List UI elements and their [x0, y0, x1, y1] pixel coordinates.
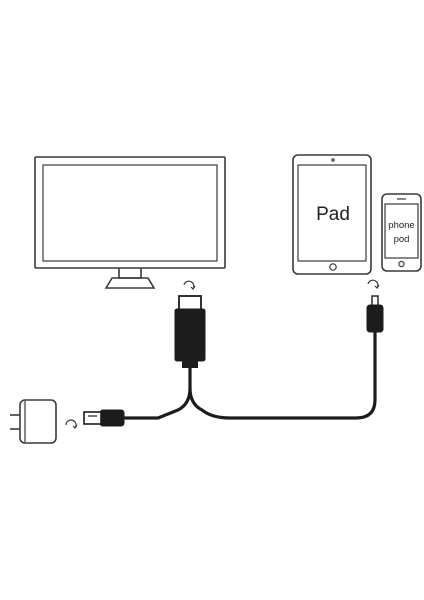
- cable: [121, 330, 377, 420]
- power-adapter-icon: [10, 399, 57, 444]
- connection-marker-icon: [65, 419, 78, 429]
- usb-connector: [83, 409, 125, 427]
- lightning-connector: [366, 295, 384, 333]
- phone-label-line2: pod: [394, 234, 410, 245]
- hdmi-connector: [174, 295, 206, 368]
- connection-marker-icon: [367, 279, 380, 289]
- connection-marker-icon: [183, 280, 196, 290]
- monitor-icon: [34, 156, 226, 289]
- tablet-label: Pad: [316, 204, 350, 225]
- tablet-icon: Pad: [292, 154, 372, 275]
- phone-icon: phone pod: [381, 193, 422, 272]
- phone-label-line1: phone: [388, 220, 414, 231]
